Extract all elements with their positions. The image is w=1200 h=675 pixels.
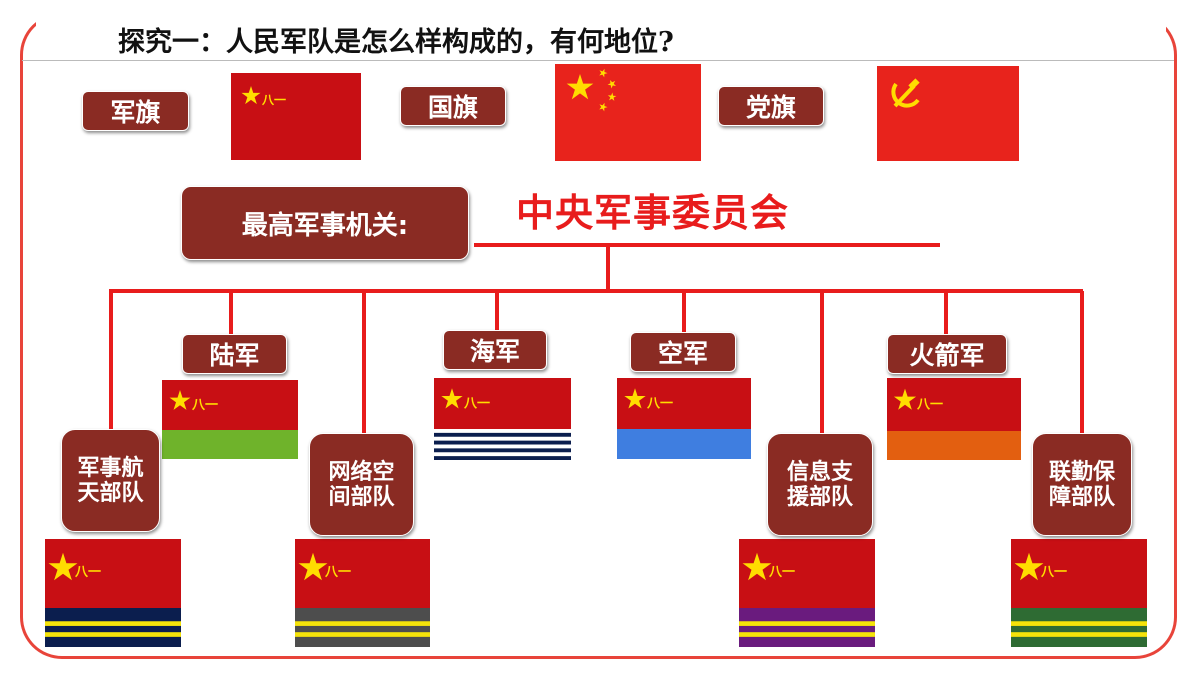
headquarters-label: 最高军事机关: xyxy=(181,186,469,260)
logistics-force-flag: 八一 xyxy=(1011,539,1147,647)
bayi-emblem-text: 八一 xyxy=(463,395,490,410)
navy-branch-flag: 八一 xyxy=(434,378,571,460)
bayi-emblem-text: 八一 xyxy=(768,564,795,579)
title-band xyxy=(36,12,1166,62)
force-label-aerospace: 军事航天部队 xyxy=(61,429,160,532)
force-label-cyberspace: 网络空间部队 xyxy=(309,433,414,536)
bayi-emblem-text: 八一 xyxy=(74,564,101,579)
force-label-logistics: 联勤保障部队 xyxy=(1032,433,1132,536)
army-flag-label: 军旗 xyxy=(82,91,189,131)
hammer-icon xyxy=(893,84,916,108)
title-rule xyxy=(22,60,1174,61)
branch-label-airforce: 空军 xyxy=(630,332,736,372)
party-flag-label: 党旗 xyxy=(718,86,824,126)
national-flag-label: 国旗 xyxy=(400,86,506,126)
bayi-emblem-text: 八一 xyxy=(261,93,286,107)
aerospace-force-flag: 八一 xyxy=(45,539,181,647)
five-star-red-flag xyxy=(555,64,701,161)
bayi-emblem-text: 八一 xyxy=(324,564,351,579)
information-force-flag: 八一 xyxy=(739,539,875,647)
army-branch-flag: 八一 xyxy=(162,380,298,459)
branch-label-rocket: 火箭军 xyxy=(887,334,1007,374)
bayi-emblem-text: 八一 xyxy=(1040,564,1067,579)
central-military-commission-title: 中央军事委员会 xyxy=(516,191,790,235)
bayi-emblem-text: 八一 xyxy=(646,395,673,410)
army-bayi-flag: 八一 xyxy=(231,73,361,160)
hammer-sickle-flag xyxy=(877,66,1019,161)
cyberspace-force-flag: 八一 xyxy=(295,539,430,647)
branch-label-navy: 海军 xyxy=(443,330,547,370)
page-title: 探究一：人民军队是怎么样构成的，有何地位? xyxy=(118,27,674,58)
rocket-branch-flag: 八一 xyxy=(887,378,1021,460)
service-flags: 八一八一八一八一八一八一八一八一 xyxy=(45,378,1147,647)
branch-label-army: 陆军 xyxy=(182,334,287,374)
airforce-branch-flag: 八一 xyxy=(617,378,751,459)
bayi-emblem-text: 八一 xyxy=(191,397,218,412)
connector-lines xyxy=(109,243,1084,436)
force-label-information: 信息支援部队 xyxy=(767,433,873,536)
bayi-emblem-text: 八一 xyxy=(916,396,943,411)
